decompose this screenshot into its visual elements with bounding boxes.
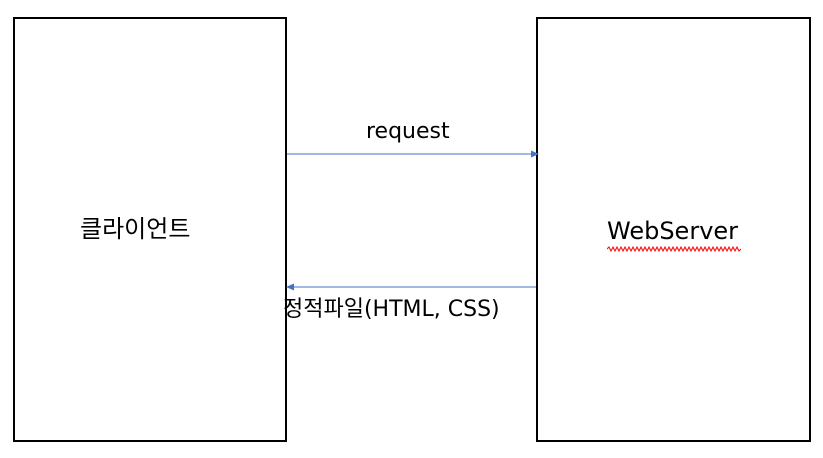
response-label: 정적파일(HTML, CSS) xyxy=(283,297,500,322)
server-box xyxy=(536,17,811,442)
server-label: WebServer xyxy=(607,217,739,245)
request-label: request xyxy=(366,119,450,144)
spellcheck-underline xyxy=(607,246,741,252)
client-label: 클라이언트 xyxy=(80,215,191,243)
client-box xyxy=(13,17,287,442)
